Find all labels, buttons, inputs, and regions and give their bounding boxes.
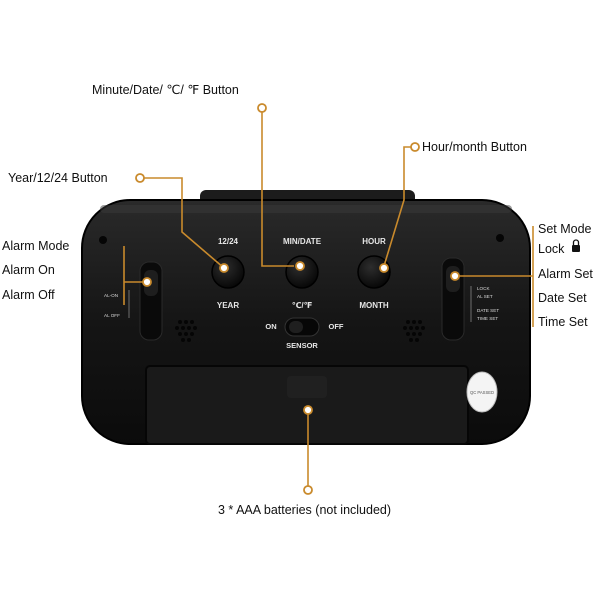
label-12-24: 12/24	[218, 237, 239, 246]
switch-label-lock: LOCK	[477, 286, 490, 291]
label-sensor: SENSOR	[286, 341, 318, 350]
callout-time-set: Time Set	[538, 315, 588, 329]
callout-year-button: Year/12/24 Button	[8, 171, 108, 185]
switch-label-al-off: AL OFF	[104, 313, 120, 318]
battery-compartment	[145, 365, 469, 445]
switch-label-date-set: DATE SET	[477, 308, 499, 313]
callout-minute-date-button: Minute/Date/ ℃/ ℉ Button	[92, 83, 239, 97]
callout-lines	[123, 108, 534, 490]
screw-hole-left	[99, 236, 107, 244]
minute-date-button[interactable]	[285, 255, 319, 289]
speaker-grille-right	[403, 320, 425, 342]
switch-label-al-set: AL SET	[477, 294, 493, 299]
alarm-mode-switch[interactable]	[139, 261, 163, 341]
label-month: MONTH	[359, 301, 389, 310]
battery-latch	[287, 376, 327, 398]
label-sensor-off: OFF	[329, 322, 344, 331]
callout-batteries: 3 * AAA batteries (not included)	[218, 503, 391, 517]
label-min-date: MIN/DATE	[283, 237, 322, 246]
label-year: YEAR	[217, 301, 239, 310]
clock-body-sheen	[100, 205, 512, 213]
callout-date-set: Date Set	[538, 291, 587, 305]
label-hour: HOUR	[362, 237, 386, 246]
label-sensor-on: ON	[265, 322, 276, 331]
qc-sticker: QC PASSED	[466, 371, 498, 413]
sensor-switch-knob	[289, 321, 303, 333]
screw-hole-right	[496, 234, 504, 242]
speaker-grille-left	[175, 320, 197, 342]
callout-lock: Lock	[538, 242, 565, 256]
switch-label-time-set: TIME SET	[477, 316, 498, 321]
callout-alarm-on: Alarm On	[2, 263, 55, 277]
callout-hour-month-button: Hour/month Button	[422, 140, 527, 154]
callout-alarm-off: Alarm Off	[2, 288, 55, 302]
lock-icon	[572, 239, 580, 252]
callout-alarm-set: Alarm Set	[538, 267, 593, 281]
label-c-f: ℃/℉	[292, 301, 313, 310]
svg-text:QC PASSED: QC PASSED	[470, 390, 494, 395]
callout-alarm-mode: Alarm Mode	[2, 239, 69, 253]
switch-label-al-on: AL-ON	[104, 293, 118, 298]
callout-set-mode: Set Mode	[538, 222, 592, 236]
callout-markers	[135, 103, 460, 495]
set-mode-switch[interactable]	[441, 257, 465, 341]
